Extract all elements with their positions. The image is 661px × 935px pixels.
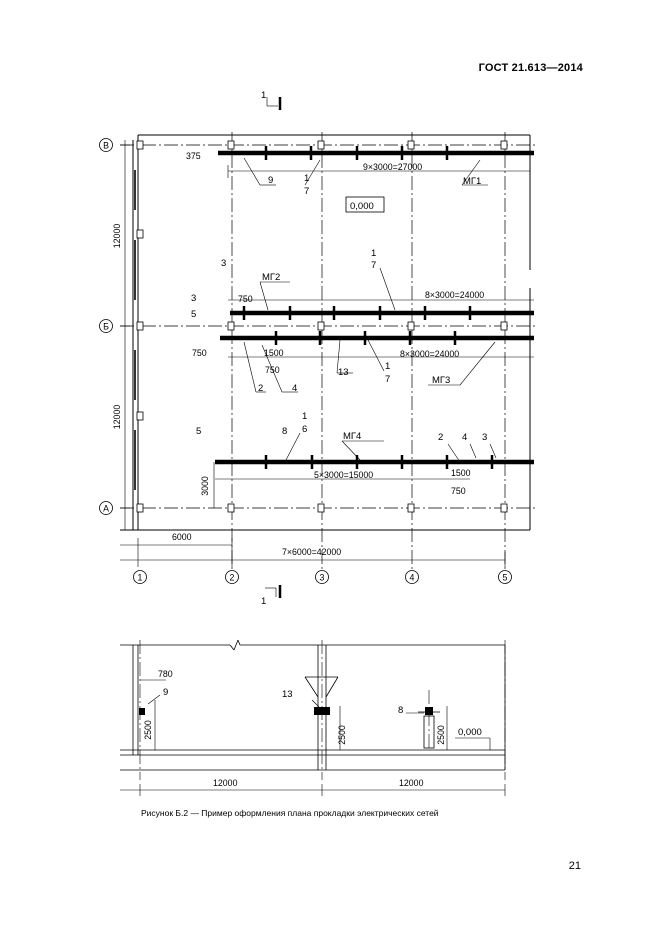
callout-7-mg3: 7 <box>385 374 390 385</box>
callout-2-b: 2 <box>258 383 263 394</box>
callout-3-b: 3 <box>191 293 196 304</box>
col-spacing: 6000 <box>172 532 192 542</box>
callout-1-mg3: 1 <box>385 361 390 372</box>
section-dim-2500-a: 2500 <box>143 720 153 740</box>
callout-1-mg4: 1 <box>302 411 307 422</box>
busbar-supports <box>242 146 494 469</box>
dimension-lines <box>120 140 534 567</box>
leader-lines <box>243 157 497 463</box>
callout-7-top: 7 <box>304 186 309 197</box>
axis-bubbles <box>99 138 512 584</box>
callout-9-top: 9 <box>268 175 273 186</box>
axis-col-2: 2 <box>230 573 235 583</box>
building-columns <box>136 140 508 513</box>
axis-row-b: Б <box>103 322 109 332</box>
section-dim-2500-c: 2500 <box>436 725 446 745</box>
figure-caption: Рисунок Б.2 — Пример оформления плана пр… <box>141 808 439 818</box>
callout-4-b: 4 <box>292 383 297 394</box>
callout-5-a: 5 <box>196 426 201 437</box>
callout-5-b: 5 <box>191 309 196 320</box>
mg2-dim: 8×3000=24000 <box>425 290 484 300</box>
section-structure <box>120 639 506 771</box>
section-mark-top: 1 <box>261 90 266 101</box>
section-label-9: 9 <box>163 687 168 698</box>
mg1-dim: 9×3000=27000 <box>363 162 422 172</box>
callout-8: 8 <box>282 426 287 437</box>
axis-col-3: 3 <box>320 573 325 583</box>
total-span: 7×6000=42000 <box>282 547 341 557</box>
offset-1500-mid: 1500 <box>264 348 284 358</box>
section-label-13: 13 <box>282 689 293 700</box>
offset-750-left: 750 <box>192 348 207 358</box>
standard-header: ГОСТ 21.613—2014 <box>478 62 583 74</box>
grid-rows <box>120 144 535 509</box>
callout-1-mg2: 1 <box>371 248 376 259</box>
offset-750-mid: 750 <box>265 365 280 375</box>
page-number: 21 <box>568 860 581 872</box>
axis-col-5: 5 <box>503 573 508 583</box>
elevation-label: 0,000 <box>350 201 374 212</box>
row-spacing-upper: 12000 <box>112 224 122 249</box>
section-label-8: 8 <box>398 705 403 716</box>
section-dim-2500-b: 2500 <box>337 725 347 745</box>
building-walls <box>120 134 531 531</box>
mg3-label: МГ3 <box>432 375 450 386</box>
section-mark-bottom: 1 <box>261 596 266 607</box>
section-span-2: 12000 <box>399 778 424 788</box>
callout-1-top: 1 <box>304 173 309 184</box>
callout-3-c: 3 <box>482 432 487 443</box>
offset-375: 375 <box>186 151 201 161</box>
grid-columns <box>231 132 506 570</box>
section-dimensions <box>120 679 506 796</box>
axis-row-v: В <box>103 141 109 151</box>
mg1-label: МГ1 <box>463 176 481 187</box>
mg4-label: МГ4 <box>343 431 361 442</box>
section-marks <box>265 97 282 598</box>
axis-col-1: 1 <box>138 573 143 583</box>
mg4-dim: 5×3000=15000 <box>314 470 373 480</box>
callout-3-a: 3 <box>221 258 226 269</box>
callout-7-mg2: 7 <box>371 260 376 271</box>
offset-750-upper: 750 <box>238 294 253 304</box>
axis-col-4: 4 <box>410 573 415 583</box>
mg3-dim: 8×3000=24000 <box>400 349 459 359</box>
section-span-1: 12000 <box>213 778 238 788</box>
mg2-label: МГ2 <box>262 272 280 283</box>
section-elevation: 0,000 <box>458 727 482 738</box>
callout-6: 6 <box>302 424 307 435</box>
callout-13: 13 <box>338 367 349 378</box>
callout-2-a: 2 <box>438 432 443 443</box>
section-busbars <box>139 707 433 715</box>
row-spacing-lower: 12000 <box>112 405 122 430</box>
callout-4-a: 4 <box>462 432 467 443</box>
busbar-runs <box>215 150 534 465</box>
offset-750-right: 750 <box>451 486 466 496</box>
offset-1500-right: 1500 <box>451 468 471 478</box>
axis-row-a: А <box>103 504 109 514</box>
section-dim-780: 780 <box>158 669 173 679</box>
elevation-box <box>345 196 385 213</box>
offset-3000: 3000 <box>200 476 210 496</box>
